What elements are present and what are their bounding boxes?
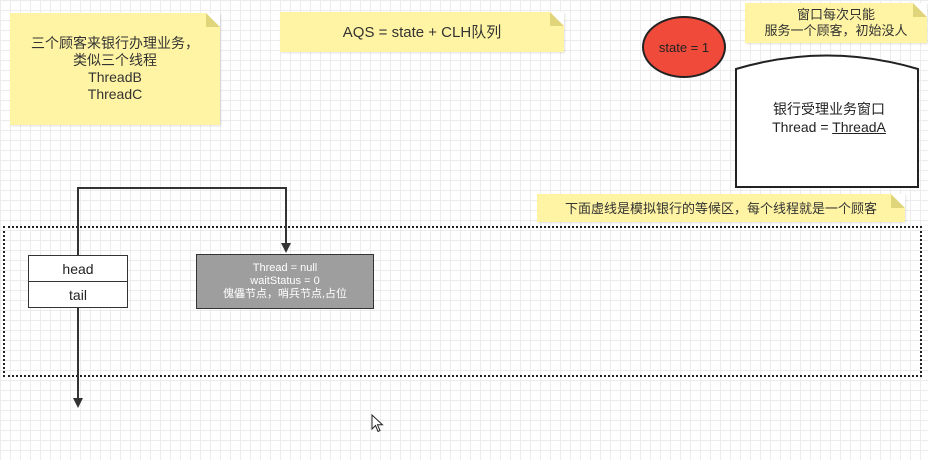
service-window-thread-prefix: Thread = [772, 119, 833, 135]
dummy-node: Thread = null waitStatus = 0 傀儡节点，哨兵节点,占… [196, 254, 374, 309]
service-window: 银行受理业务窗口 Thread = ThreadA [740, 100, 918, 136]
note-fold [913, 3, 927, 17]
tail-cell: tail [28, 281, 128, 308]
note-window-rule: 窗口每次只能 服务一个顾客，初始没人 [745, 3, 927, 43]
note-fold [206, 13, 220, 27]
waiting-area [3, 226, 922, 377]
note-fold [891, 194, 905, 208]
note-customers-line-2: 类似三个线程 [73, 52, 157, 68]
mouse-pointer-icon [371, 414, 384, 433]
tail-label: tail [69, 286, 87, 303]
state-ellipse: state = 1 [642, 16, 726, 78]
head-cell: head [28, 255, 128, 282]
head-pointer-arrow [77, 187, 291, 255]
note-customers-line-4: ThreadC [87, 86, 143, 102]
service-window-title: 银行受理业务窗口 [773, 101, 885, 117]
note-window-line-2: 服务一个顾客，初始没人 [764, 23, 908, 38]
dummy-node-description: 傀儡节点，哨兵节点,占位 [222, 288, 348, 300]
note-waiting-area: 下面虚线是模拟银行的等候区，每个线程就是一个顾客 [537, 194, 905, 222]
service-window-thread-name: ThreadA [832, 119, 886, 135]
head-label: head [62, 260, 94, 277]
note-customers: 三个顾客来银行办理业务， 类似三个线程 ThreadB ThreadC [10, 13, 220, 125]
note-customers-line-1: 三个顾客来银行办理业务， [31, 35, 199, 51]
note-queue-text: 下面虚线是模拟银行的等候区，每个线程就是一个顾客 [564, 200, 877, 216]
note-customers-line-3: ThreadB [88, 69, 142, 85]
dummy-node-thread: Thread = null [252, 262, 318, 274]
service-window-thread: Thread = ThreadA [740, 118, 918, 136]
dummy-node-waitstatus: waitStatus = 0 [250, 275, 320, 287]
note-fold [550, 12, 564, 26]
note-window-line-1: 窗口每次只能 [796, 7, 875, 22]
service-window-shape [735, 54, 919, 188]
note-aqs: AQS = state + CLH队列 [280, 12, 564, 52]
note-aqs-text: AQS = state + CLH队列 [342, 23, 502, 41]
state-label: state = 1 [658, 39, 710, 55]
